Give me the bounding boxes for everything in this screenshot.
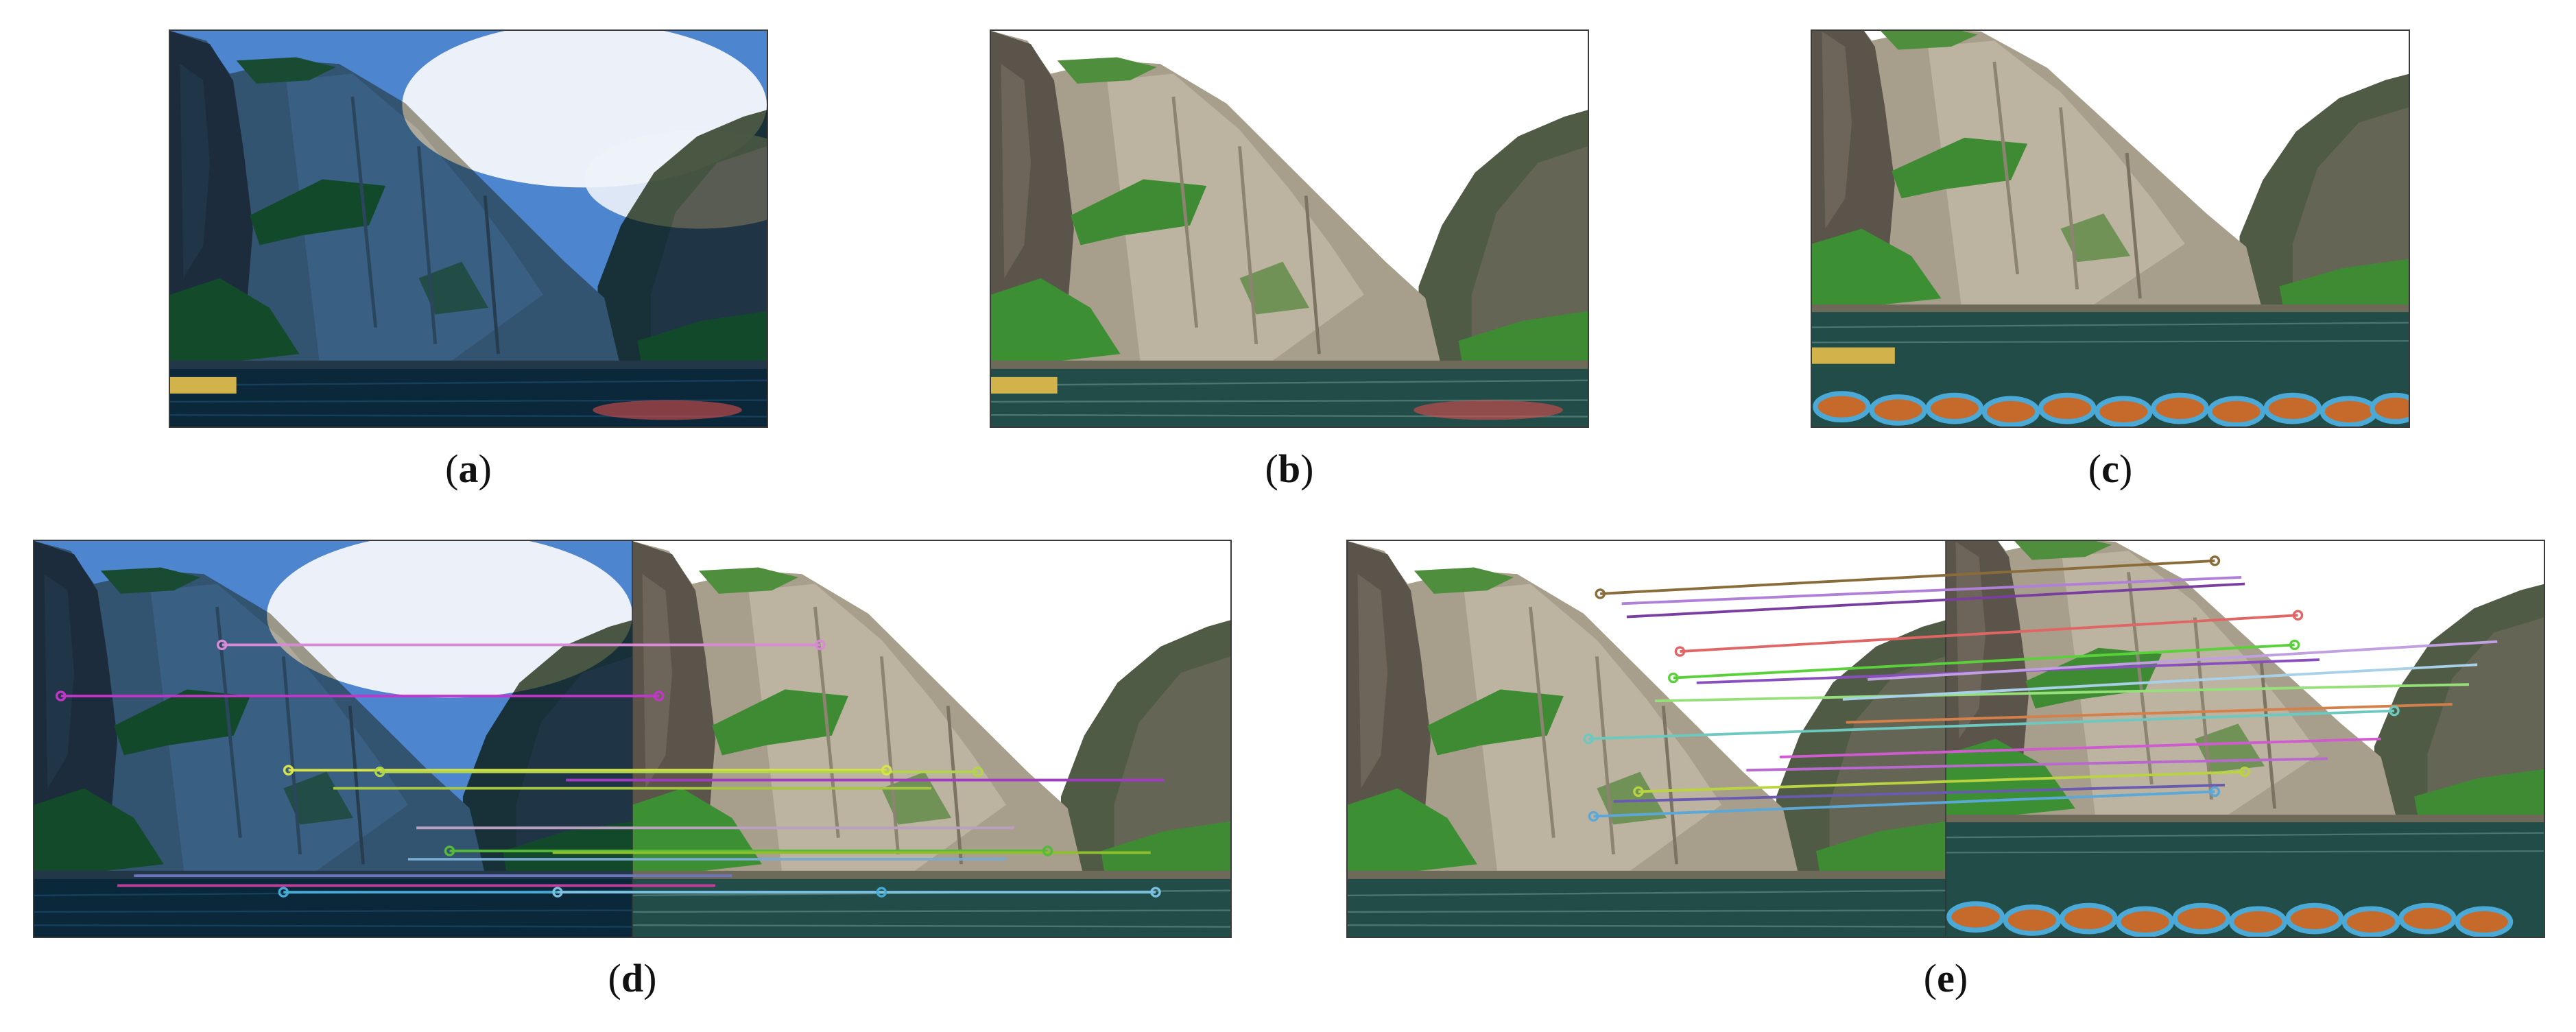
panel-b-image: [990, 29, 1589, 428]
caption-c-letter: c: [2101, 446, 2119, 491]
caption-a-letter: a: [458, 446, 479, 491]
caption-e: (e): [1923, 956, 1968, 1000]
caption-a: (a): [445, 446, 492, 491]
caption-b: (b): [1265, 446, 1314, 491]
caption-d: (d): [608, 956, 657, 1000]
caption-c: (c): [2088, 446, 2133, 491]
panel-a-image: [169, 29, 768, 428]
panel-e-matches: [1346, 540, 2545, 938]
caption-d-letter: d: [621, 956, 644, 1000]
caption-b-letter: b: [1278, 446, 1301, 491]
caption-e-letter: e: [1937, 956, 1955, 1000]
panel-c-image: [1811, 29, 2410, 428]
panel-d-matches: [33, 540, 1232, 938]
